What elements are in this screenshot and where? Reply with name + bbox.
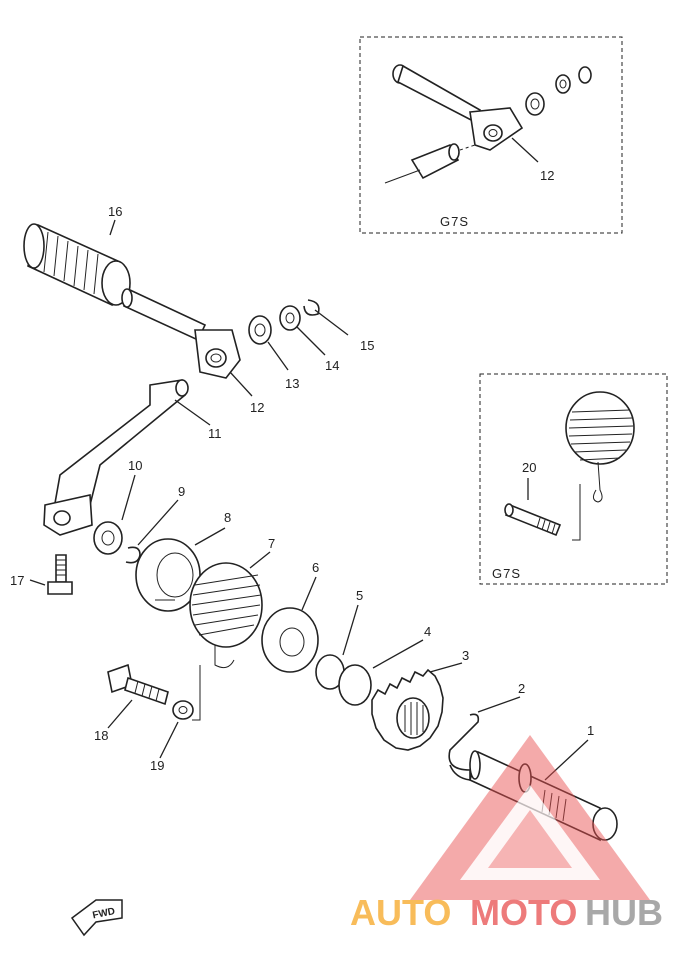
circlip-9 bbox=[125, 546, 141, 564]
kick-grip bbox=[23, 223, 131, 307]
fwd-arrow-icon: FWD bbox=[70, 899, 123, 937]
kick-arm bbox=[121, 288, 241, 379]
inset-top-part-label: 12 bbox=[540, 168, 554, 183]
inset-right-spring bbox=[565, 391, 635, 541]
return-spring-7 bbox=[189, 562, 263, 669]
inset-top-label: G7S bbox=[440, 214, 469, 229]
kick-crank bbox=[43, 379, 189, 536]
circlip-15 bbox=[303, 299, 320, 316]
part-label: 16 bbox=[108, 204, 122, 219]
watermark: AUTO MOTO HUB bbox=[350, 735, 663, 933]
part-label: 13 bbox=[285, 376, 299, 391]
spring-2 bbox=[448, 713, 480, 781]
part-label: 1 bbox=[587, 723, 594, 738]
inset-right: 20 G7S bbox=[479, 373, 668, 585]
part-label: 17 bbox=[10, 573, 24, 588]
washer-13 bbox=[248, 315, 272, 345]
watermark-auto: AUTO bbox=[350, 892, 451, 933]
part-label: 6 bbox=[312, 560, 319, 575]
bolt-17 bbox=[47, 554, 73, 595]
part-label: 9 bbox=[178, 484, 185, 499]
part-label: 5 bbox=[356, 588, 363, 603]
inset-top-shaft bbox=[384, 64, 592, 184]
inset-right-border bbox=[479, 373, 668, 585]
seal-10 bbox=[93, 521, 123, 555]
part-label: 7 bbox=[268, 536, 275, 551]
part-label: 11 bbox=[208, 426, 222, 441]
part-label: 15 bbox=[360, 338, 374, 353]
inset-top-border bbox=[359, 36, 623, 234]
watermark-hub: HUB bbox=[585, 892, 663, 933]
cover-6 bbox=[261, 607, 319, 673]
part-labels: 16 15 14 13 12 11 10 9 8 7 6 5 4 3 2 1 1… bbox=[10, 204, 594, 773]
inset-right-label: G7S bbox=[492, 566, 521, 581]
washer-4 bbox=[338, 664, 372, 706]
nut-19 bbox=[172, 700, 194, 720]
leader-lines bbox=[29, 219, 589, 781]
part-label: 14 bbox=[325, 358, 339, 373]
part-label: 12 bbox=[250, 400, 264, 415]
part-label: 2 bbox=[518, 681, 525, 696]
part-label: 10 bbox=[128, 458, 142, 473]
bolt-18 bbox=[107, 663, 169, 706]
part-label: 18 bbox=[94, 728, 108, 743]
inset-right-part-label: 20 bbox=[522, 460, 536, 475]
part-label: 8 bbox=[224, 510, 231, 525]
fwd-label: FWD bbox=[92, 906, 117, 921]
part-label: 19 bbox=[150, 758, 164, 773]
watermark-triangle-icon bbox=[410, 735, 650, 900]
inset-top: 12 G7S bbox=[359, 36, 623, 234]
part-label: 3 bbox=[462, 648, 469, 663]
part-label: 4 bbox=[424, 624, 431, 639]
kick-gear-3 bbox=[371, 668, 444, 751]
inset-right-pin bbox=[504, 503, 562, 537]
watermark-moto: MOTO bbox=[470, 892, 577, 933]
washer-14 bbox=[279, 305, 301, 331]
